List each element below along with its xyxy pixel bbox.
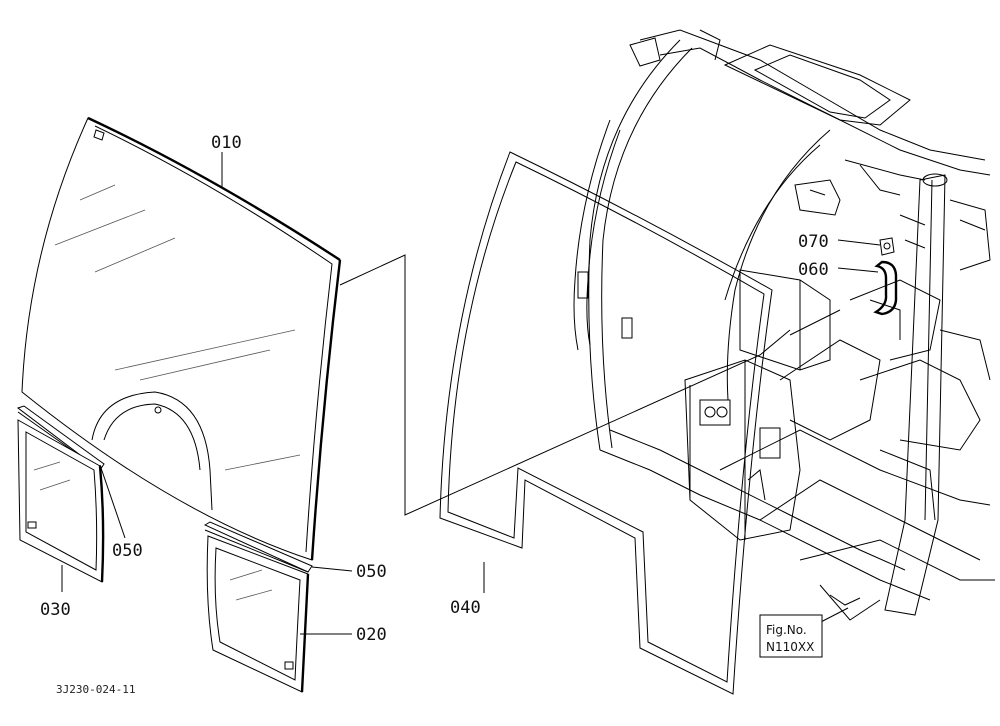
part-label-050-right: 050 [356, 562, 387, 582]
part-label-040: 040 [450, 598, 481, 618]
figure-label-line1: Fig.No. [766, 623, 807, 637]
part-label-030: 030 [40, 600, 71, 620]
part-label-050-left: 050 [112, 541, 143, 561]
glass-seal-040 [439, 151, 773, 695]
windshield-glass-010 [21, 116, 342, 561]
lower-left-glass-030 [17, 419, 105, 583]
part-label-020: 020 [356, 625, 387, 645]
drawing-code: 3J230-024-11 [56, 683, 135, 696]
figure-reference: Fig.No. N110XX [759, 614, 823, 658]
figure-label-line2: N110XX [766, 640, 814, 654]
part-label-060: 060 [798, 260, 829, 280]
alignment-lines [339, 254, 841, 516]
part-label-070: 070 [798, 232, 829, 252]
part-label-010: 010 [211, 133, 242, 153]
seal-strip-050-right [203, 521, 313, 573]
cab-frame [573, 29, 995, 621]
